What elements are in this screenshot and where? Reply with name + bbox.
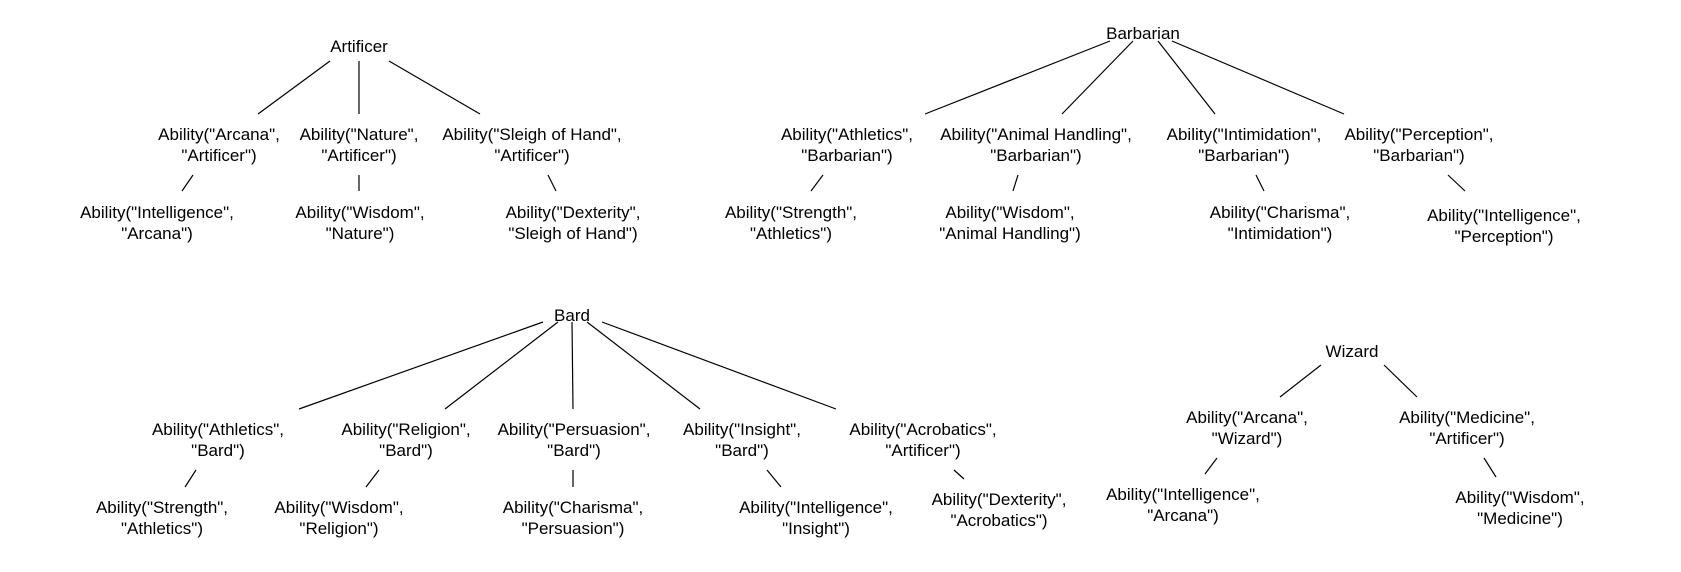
grandchild-node: Ability("Intelligence","Arcana") [1106,485,1260,525]
edge [953,469,965,480]
root-node: Barbarian [1106,24,1180,43]
root-node: Artificer [330,37,388,56]
child-node: Ability("Animal Handling","Barbarian") [940,125,1132,165]
grandchild-node: Ability("Dexterity","Acrobatics") [931,490,1067,530]
edge [766,469,782,488]
edge [810,174,824,192]
edge [1012,174,1019,192]
grandchild-node: Ability("Wisdom","Medicine") [1455,488,1585,528]
grandchild-node: Ability("Strength","Athletics") [95,498,229,538]
grandchild-node: Ability("Wisdom","Animal Handling") [939,203,1081,243]
child-node: Ability("Religion","Bard") [341,420,471,460]
edge [1447,174,1466,192]
edge [1279,364,1322,398]
child-node: Ability("Athletics","Barbarian") [780,125,914,165]
edge [1204,457,1218,475]
edge [586,321,701,410]
grandchild-node: Ability("Charisma","Intimidation") [1209,203,1351,243]
edge [1061,40,1134,115]
grandchild-node: Ability("Dexterity","Sleigh of Hand") [505,203,641,243]
edge [365,469,380,488]
edge [1383,364,1418,398]
edge [184,469,197,488]
edge [1483,457,1497,478]
grandchild-node: Ability("Intelligence","Perception") [1427,206,1581,246]
grandchild-node: Ability("Wisdom","Nature") [295,203,425,243]
grandchild-node: Ability("Strength","Athletics") [724,203,858,243]
grandchild-node: Ability("Intelligence","Arcana") [80,203,234,243]
grandchild-node: Ability("Wisdom","Religion") [274,498,404,538]
child-node: Ability("Nature","Artificer") [299,125,419,165]
child-node: Ability("Intimidation","Barbarian") [1166,125,1322,165]
edge [924,40,1111,115]
child-node: Ability("Sleigh of Hand","Artificer") [442,125,622,165]
child-node: Ability("Persuasion","Bard") [497,420,651,460]
edge [1255,174,1265,192]
root-node: Bard [554,306,590,325]
edge [1171,40,1345,115]
child-node: Ability("Insight","Bard") [683,420,801,460]
child-node: Ability("Arcana","Wizard") [1186,408,1308,448]
child-node: Ability("Perception","Barbarian") [1344,125,1494,165]
child-node: Ability("Arcana","Artificer") [158,125,280,165]
edge [388,60,481,115]
root-node: Wizard [1325,342,1379,361]
edge [571,321,574,410]
child-node: Ability("Acrobatics","Artificer") [849,420,997,460]
edge [298,321,544,410]
child-node: Ability("Medicine","Artificer") [1399,408,1535,448]
edge [1157,40,1216,115]
edge [181,174,194,192]
edge [547,174,557,192]
grandchild-node: Ability("Intelligence","Insight") [739,498,893,538]
edge [601,321,837,410]
child-node: Ability("Athletics","Bard") [151,420,285,460]
edge [444,321,559,410]
edge [257,60,331,115]
grandchild-node: Ability("Charisma","Persuasion") [502,498,644,538]
